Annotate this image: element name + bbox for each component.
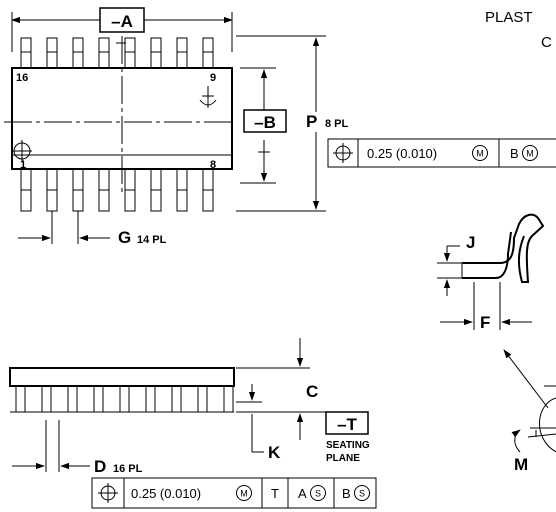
fcf-top-datum-modifier: M <box>526 149 534 159</box>
datum-a-label: –A <box>111 12 133 31</box>
pin-1-label: 1 <box>20 159 26 171</box>
datum-b-box <box>243 109 287 133</box>
fcf-bottom-datum-a: A <box>298 486 307 501</box>
dimension-p-label: P <box>306 112 317 131</box>
header-line-1: PLAST <box>485 9 533 26</box>
dimension-p-count: 8 PL <box>325 118 349 130</box>
header-line-2: C <box>541 34 552 51</box>
fcf-top-modifier: M <box>476 149 484 159</box>
datum-b-label: –B <box>254 113 276 132</box>
top-leads <box>20 37 214 68</box>
fcf-bottom-datum-b: B <box>342 486 351 501</box>
fcf-top-value: 0.25 (0.010) <box>367 146 437 161</box>
side-view: C K –T SEATING PLANE D 16 PL <box>9 338 377 509</box>
fcf-bottom-datum-a-modifier: S <box>315 489 321 499</box>
top-view: –A 16 9 1 8 <box>4 7 556 247</box>
anchor-mark-icon <box>199 86 217 108</box>
seating-plane-line-2: PLANE <box>326 453 360 464</box>
fcf-bottom-datum-b-modifier: S <box>359 489 365 499</box>
dimension-j-label: J <box>466 233 475 252</box>
seating-plane-line-1: SEATING <box>326 440 370 451</box>
feature-control-frame-bottom: 0.25 (0.010) M T A S B S <box>91 477 377 509</box>
dimension-d-count: 16 PL <box>113 463 143 475</box>
bottom-leads <box>20 169 214 212</box>
datum-t-box <box>325 411 369 435</box>
dimension-k-label: K <box>268 443 281 462</box>
pin-16-label: 16 <box>16 72 28 84</box>
fcf-bottom-modifier: M <box>240 489 248 499</box>
side-leads <box>10 386 234 413</box>
pin-1-mark-icon <box>12 140 32 162</box>
dimension-g-label: G <box>118 228 131 247</box>
pin-8-label: 8 <box>210 159 216 171</box>
fcf-bottom-datum-t: T <box>271 486 279 501</box>
lead-detail-view: J F M <box>437 213 556 474</box>
package-body-side <box>9 367 235 387</box>
dimension-g-count: 14 PL <box>137 234 167 246</box>
feature-control-frame-top: 0.25 (0.010) M B M <box>327 138 556 168</box>
dimension-c-label: C <box>306 382 318 401</box>
position-symbol-icon <box>98 483 118 503</box>
dimension-m-label: M <box>514 455 528 474</box>
position-symbol-icon <box>333 143 353 163</box>
dimension-d-label: D <box>94 457 106 476</box>
dimension-f-label: F <box>480 313 490 332</box>
fcf-top-datum: B <box>510 146 519 161</box>
datum-t-label: –T <box>337 415 357 434</box>
fcf-bottom-value: 0.25 (0.010) <box>131 486 201 501</box>
datum-a-box <box>99 7 145 33</box>
pin-9-label: 9 <box>210 72 216 84</box>
